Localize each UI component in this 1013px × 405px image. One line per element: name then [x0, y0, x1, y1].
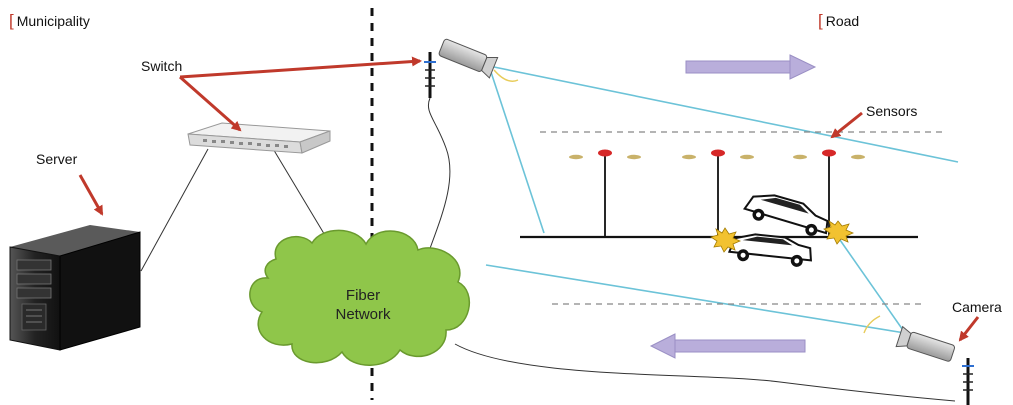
collision-icon [823, 220, 855, 245]
cloud-label-line1: Fiber [345, 287, 381, 304]
arrow-right-icon [685, 54, 817, 80]
camera-icon [438, 38, 499, 79]
sensor-pole-icon [793, 149, 865, 237]
car-icon [727, 233, 813, 267]
switch-icon [187, 122, 331, 154]
camera-label: Camera [952, 299, 1002, 315]
arrow-left-icon [649, 333, 806, 359]
sensors-label: Sensors [866, 103, 918, 119]
sensor-pole-icon [682, 149, 754, 237]
car-icon [742, 194, 829, 236]
antenna-icon [962, 358, 974, 405]
bracket-icon: [ [9, 11, 14, 30]
camera-icon [895, 325, 956, 362]
zone-text-road: Road [825, 13, 860, 29]
cloud-label: Fiber Network [318, 286, 408, 324]
cloud-label-line2: Network [335, 306, 391, 323]
antenna-icon [424, 52, 436, 98]
zone-label-road: [Road [818, 11, 859, 31]
camera-field-of-view [485, 65, 959, 334]
bracket-icon: [ [818, 11, 823, 30]
collision-icon [710, 227, 742, 253]
server-icon [9, 225, 141, 351]
pointer-arrows [78, 56, 980, 342]
switch-label: Switch [141, 58, 183, 74]
server-label: Server [36, 151, 78, 167]
sensor-pole-icon [569, 149, 641, 237]
zone-label-municipality: [Municipality [9, 11, 90, 31]
cloud-icon [249, 229, 471, 366]
zone-text-municipality: Municipality [16, 13, 90, 29]
